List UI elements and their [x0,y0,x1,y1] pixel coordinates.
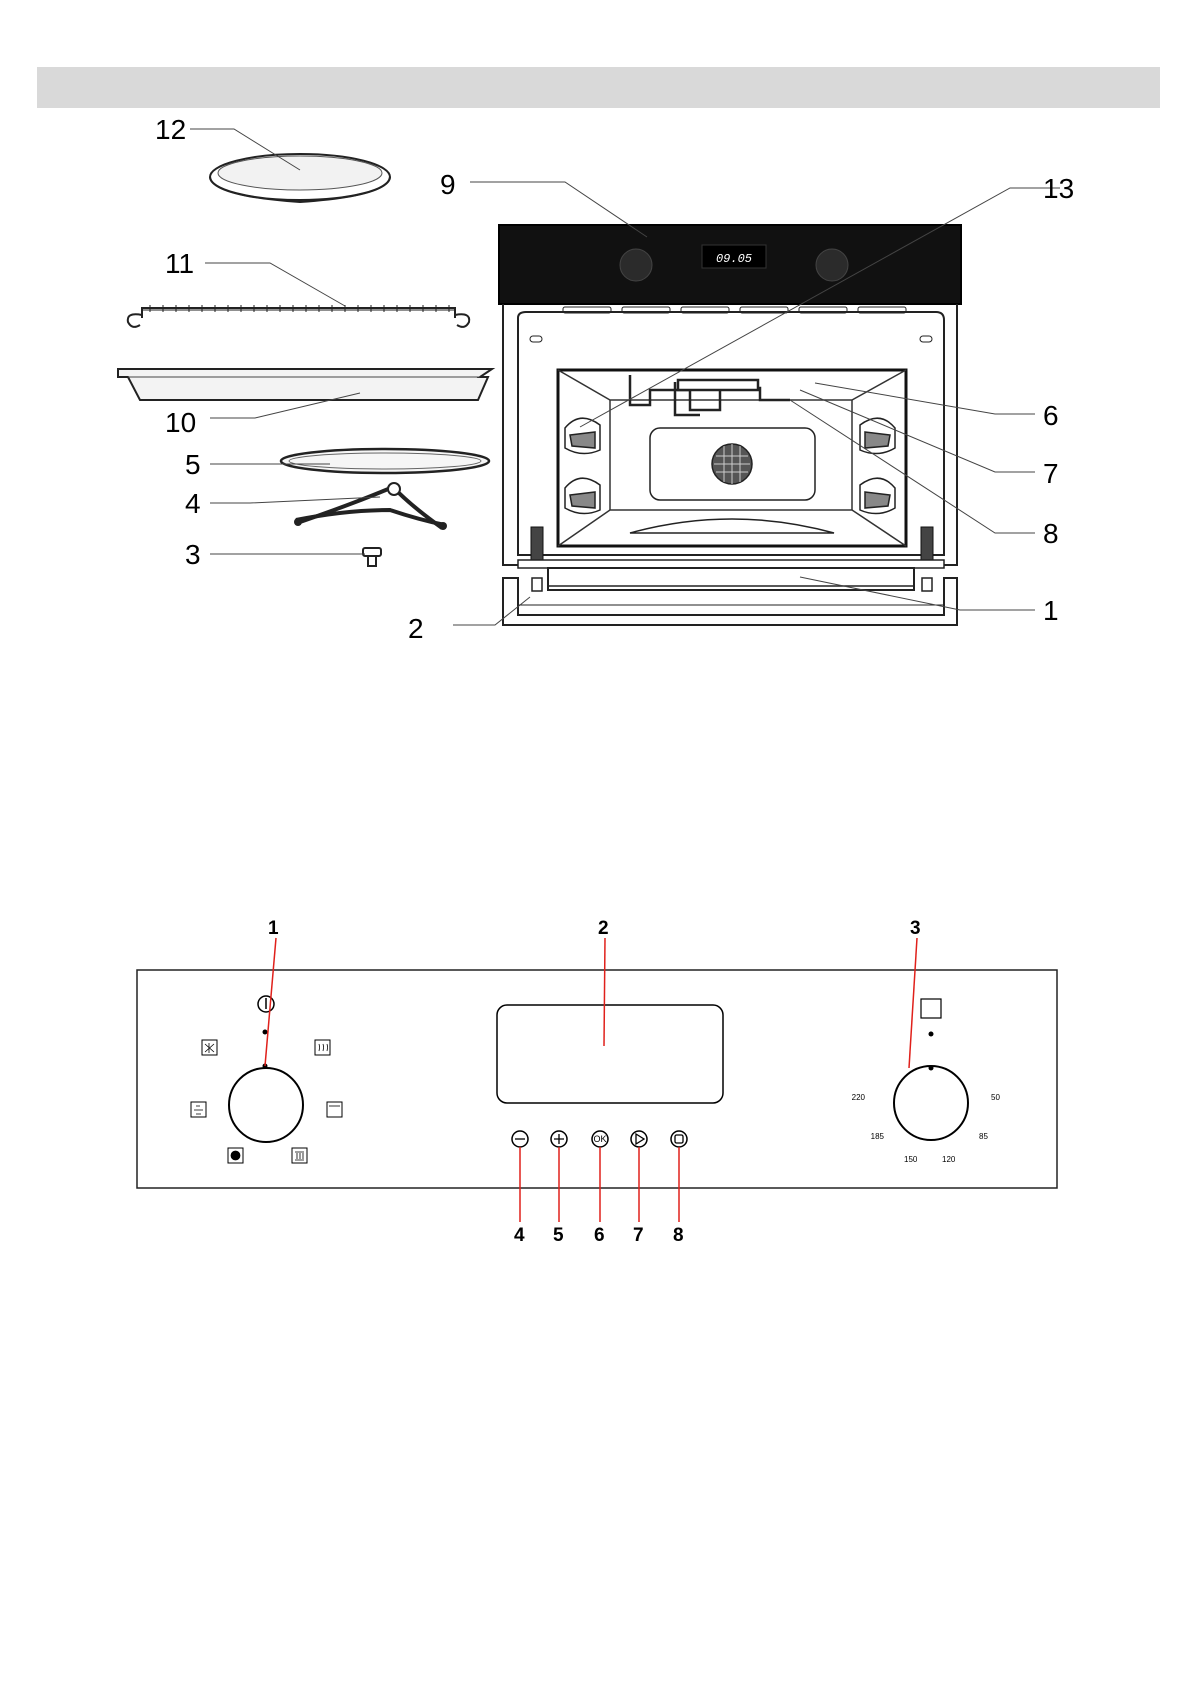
callout-11: 11 [165,248,194,279]
stop-button[interactable] [671,1131,687,1147]
door-safety-lock-right [922,578,932,591]
control-panel: OK 220 50 185 85 150 120 1 2 [137,918,1057,1246]
baking-tray [118,369,492,400]
temp-scale-85: 85 [979,1132,988,1141]
panel-number-7: 7 [633,1225,644,1246]
callout-10: 10 [165,407,196,438]
glass-turntable [281,449,489,473]
round-dish [210,154,390,202]
oven: 09.05 [499,225,961,625]
callout-8: 8 [1043,518,1059,549]
temp-scale-120: 120 [942,1155,956,1164]
rotisserie-mode-icon [191,1102,206,1117]
function-knob [229,1068,303,1142]
ok-label: OK [593,1134,606,1144]
callout-12: 12 [155,114,186,145]
callout-7: 7 [1043,458,1059,489]
callout-1: 1 [1043,595,1059,626]
top-bottom-heat-mode-icon [292,1148,307,1163]
panel-number-1: 1 [268,918,279,939]
temperature-off-indicator [921,999,941,1018]
callout-3: 3 [185,539,201,570]
power-icon [258,996,274,1012]
callout-5: 5 [185,449,201,480]
panel-number-6: 6 [594,1225,605,1246]
panel-display [497,1005,723,1103]
callout-4: 4 [185,488,201,519]
callout-9: 9 [440,169,456,200]
coupler [363,548,381,566]
bottom-heat-mode-icon [327,1102,342,1117]
callout-13: 13 [1043,173,1074,204]
temp-scale-150: 150 [904,1155,918,1164]
grill-rack [128,305,469,327]
temperature-knob [894,1066,968,1140]
panel-number-8: 8 [673,1225,684,1246]
temp-scale-185: 185 [871,1132,885,1141]
oven-knob-left [620,249,652,281]
oven-knob-right [816,249,848,281]
temp-scale-50: 50 [991,1093,1000,1102]
roller-ring [294,483,447,530]
temp-scale-220: 220 [852,1093,866,1102]
door-safety-lock-left [532,578,542,591]
panel-number-5: 5 [553,1225,564,1246]
panel-number-3: 3 [910,918,921,939]
panel-number-2: 2 [598,918,609,939]
callout-2: 2 [408,613,424,644]
callout-6: 6 [1043,400,1059,431]
oven-display-time: 09.05 [716,252,752,266]
panel-number-4: 4 [514,1225,525,1246]
